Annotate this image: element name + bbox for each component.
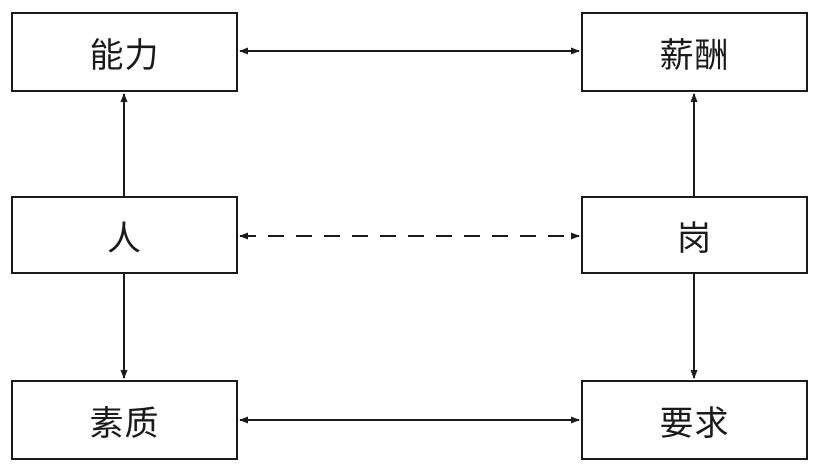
node-requirement: 要求 (581, 380, 808, 460)
node-ability: 能力 (11, 12, 238, 92)
node-salary: 薪酬 (581, 12, 808, 92)
node-quality: 素质 (11, 380, 238, 460)
node-post: 岗 (581, 196, 808, 274)
node-person: 人 (11, 196, 238, 274)
